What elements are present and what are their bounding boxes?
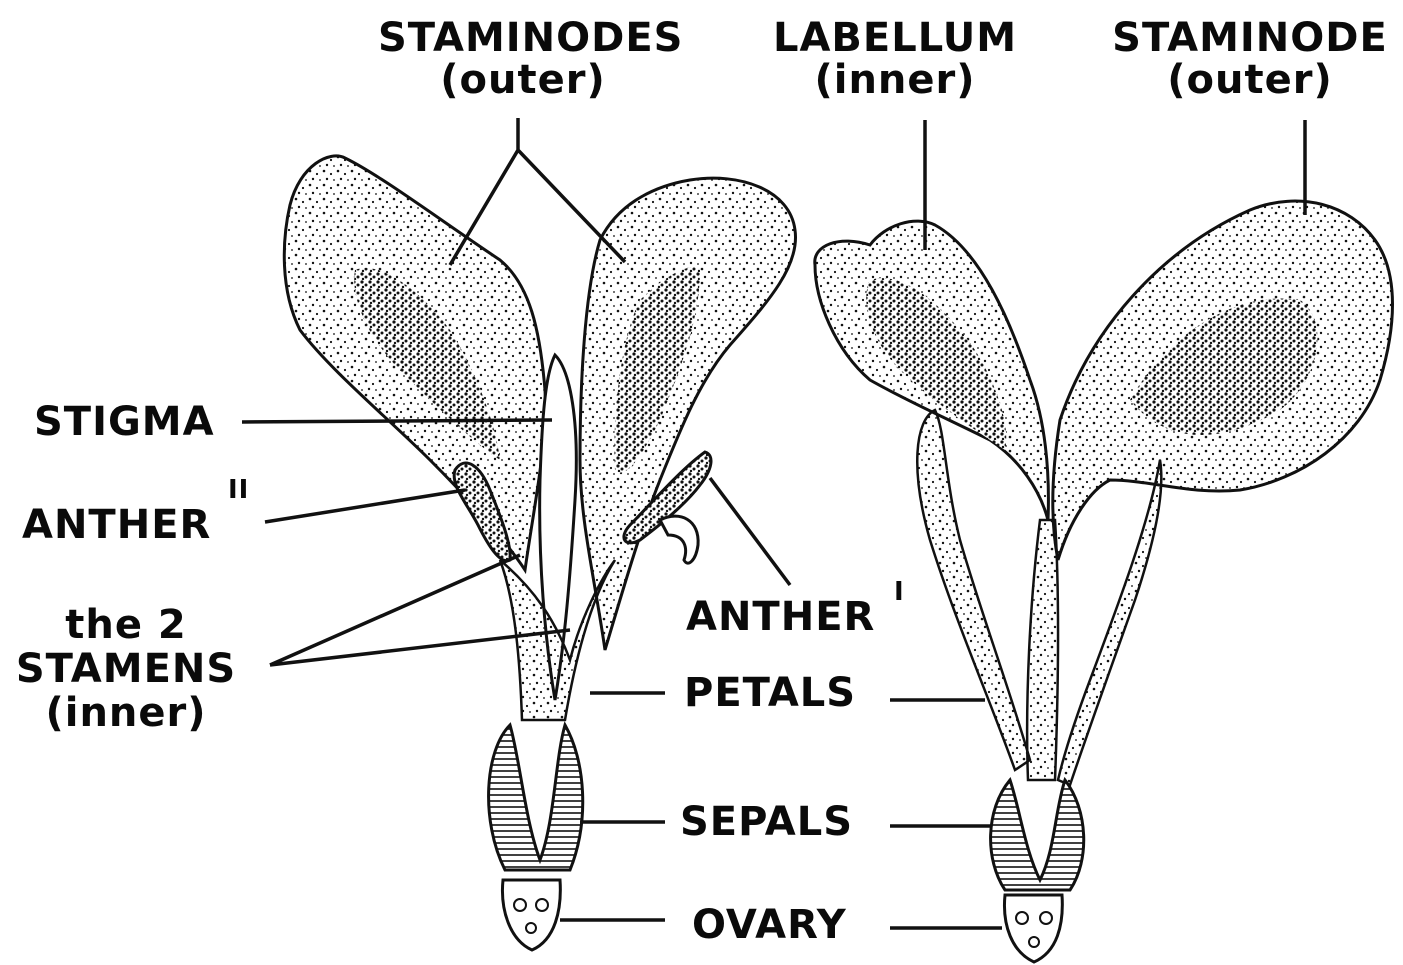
label-labellum-line1: LABELLUM [760,18,1030,58]
label-staminode-line2: (outer) [1105,60,1395,100]
left-ovary [502,880,560,950]
right-petal-left [917,410,1030,770]
label-staminodes-outer-left: STAMINODES (outer) [378,18,668,100]
label-stamens-line3: (inner) [8,693,244,733]
leader-anther-2 [265,490,465,522]
label-staminode-outer-right: STAMINODE (outer) [1105,18,1395,100]
label-anther-2: ANTHER II [22,505,211,545]
label-ovary: OVARY [692,905,847,945]
label-stamens: the 2 STAMENS (inner) [8,605,244,733]
label-anther-1-mark: I [894,579,905,605]
label-staminode-line1: STAMINODE [1105,18,1395,58]
label-petals: PETALS [684,673,856,713]
label-anther-2-text: ANTHER [22,502,211,548]
label-stamens-line2: STAMENS [8,649,244,689]
label-labellum: LABELLUM (inner) [760,18,1030,100]
left-anther-1-hook [660,516,698,563]
right-ovary [1004,895,1062,962]
right-sepals [991,780,1084,890]
label-staminodes-line1: STAMINODES [378,18,668,58]
leader-anther-1 [710,478,790,585]
label-anther-1-text: ANTHER [686,594,875,640]
label-stamens-line1: the 2 [8,605,244,645]
label-anther-1: ANTHER I [686,597,875,637]
label-labellum-line2: (inner) [760,60,1030,100]
label-anther-2-mark: II [228,477,249,503]
label-stigma: STIGMA [34,402,215,442]
right-stalk [1027,520,1058,780]
leader-stigma [242,420,552,422]
label-sepals: SEPALS [680,802,853,842]
left-sepals [489,725,583,870]
label-staminodes-line2: (outer) [378,60,668,100]
